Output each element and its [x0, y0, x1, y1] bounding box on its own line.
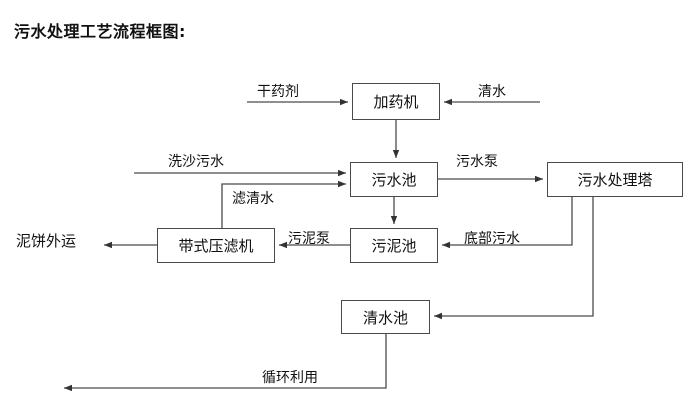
- page-title: 污水处理工艺流程框图:: [14, 22, 186, 41]
- node-belt-filter-press[interactable]: 带式压滤机: [157, 228, 275, 263]
- edge-label-dry-chemical: 干药剂: [257, 84, 299, 100]
- node-label: 清水池: [362, 308, 408, 327]
- edge-label-recycle-reuse: 循环利用: [262, 370, 318, 386]
- edge-label-sand-washing-sewage: 洗沙污水: [168, 154, 224, 170]
- node-sludge-pool[interactable]: 污泥池: [350, 228, 438, 263]
- edge-tower-to-clean-water-pool: [434, 197, 594, 320]
- node-treatment-tower[interactable]: 污水处理塔: [547, 162, 683, 197]
- edge-label-clean-water-in: 清水: [478, 84, 506, 100]
- edge-label-bottom-sewage: 底部污水: [464, 231, 520, 247]
- node-clean-water-pool[interactable]: 清水池: [341, 300, 430, 334]
- node-label: 污水处理塔: [577, 171, 653, 189]
- terminal-label-mud-cake-haul-out: 泥饼外运: [16, 232, 77, 250]
- edge-bottom-sewage-to-sludge-pool: [442, 197, 573, 249]
- node-wastewater-pool[interactable]: 污水池: [350, 162, 438, 197]
- node-label: 污水池: [371, 171, 417, 189]
- edge-label-sludge-pump: 污泥泵: [288, 231, 330, 247]
- edge-clean-water-pool-to-recycle: [64, 334, 387, 392]
- node-label: 污泥池: [371, 237, 417, 255]
- edge-filtered-water-to-wastewater-pool: [221, 180, 346, 228]
- edge-label-filtered-clear-water: 滤清水: [232, 191, 274, 207]
- edge-label-sewage-pump: 污水泵: [456, 154, 498, 170]
- node-label: 加药机: [373, 93, 419, 111]
- node-dosing-machine[interactable]: 加药机: [352, 83, 440, 120]
- node-label: 带式压滤机: [178, 237, 254, 255]
